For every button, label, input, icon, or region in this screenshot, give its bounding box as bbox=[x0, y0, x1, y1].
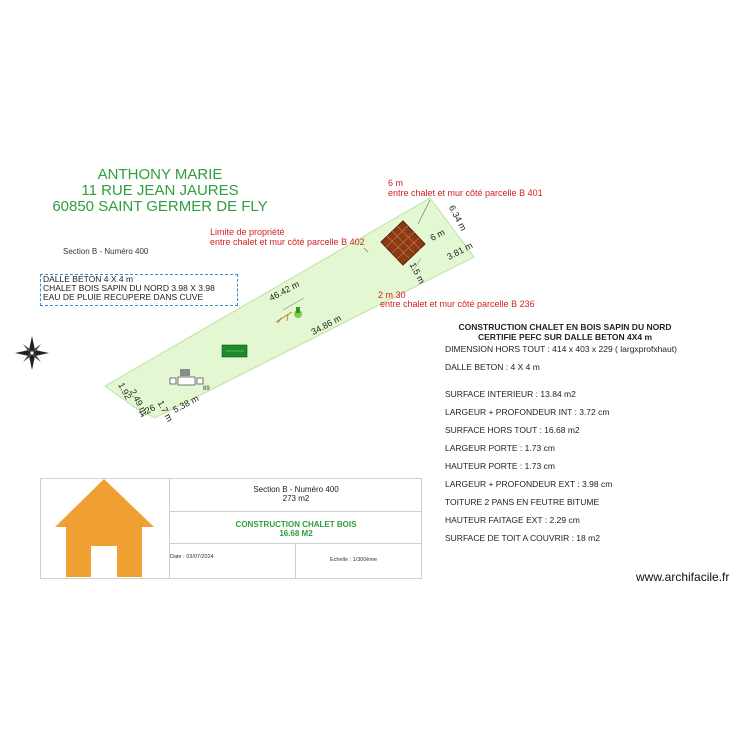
cartouche-project-area: 16.68 M2 bbox=[279, 529, 313, 538]
spec-item: LARGEUR + PROFONDEUR INT : 3.72 cm bbox=[445, 407, 610, 417]
spec-item: DIMENSION HORS TOUT : 414 x 403 x 229 ( … bbox=[445, 344, 677, 354]
property-limit-title: Limite de propriété bbox=[210, 227, 285, 237]
spec-item: HAUTEUR PORTE : 1.73 cm bbox=[445, 461, 555, 471]
spec-item: LARGEUR + PROFONDEUR EXT : 3.98 cm bbox=[445, 479, 613, 489]
cartouche-section-cell: Section B - Numéro 400 273 m2 bbox=[169, 479, 422, 511]
spec-item: SURFACE HORS TOUT : 16.68 m2 bbox=[445, 425, 580, 435]
bottom-distance-label: 2 m 30 bbox=[378, 290, 406, 300]
cartouche-project-cell: CONSTRUCTION CHALET BOIS 16.68 M2 bbox=[169, 511, 422, 544]
top-distance-label: 6 m bbox=[388, 178, 404, 188]
spec-item: TOITURE 2 PANS EN FEUTRE BITUME bbox=[445, 497, 600, 507]
spec-item: DALLE BETON : 4 X 4 m bbox=[445, 362, 540, 372]
chalet-roof bbox=[380, 220, 426, 266]
watermark: www.archifacile.fr bbox=[636, 570, 730, 584]
bottom-distance-desc: entre chalet et mur côté parcelle B 236 bbox=[380, 299, 535, 309]
owner-street: 11 RUE JEAN JAURES bbox=[81, 182, 239, 199]
property-limit-desc: entre chalet et mur côté parcelle B 402 bbox=[210, 237, 365, 247]
spec-item: HAUTEUR FAITAGE EXT : 2.29 cm bbox=[445, 515, 580, 525]
spec-item: LARGEUR PORTE : 1.73 cm bbox=[445, 443, 555, 453]
notes-box: DALLE BETON 4 X 4 m CHALET BOIS SAPIN DU… bbox=[40, 274, 238, 306]
leader-line bbox=[417, 199, 431, 225]
owner-city: 60850 SAINT GERMER DE FLY bbox=[52, 198, 268, 215]
hedge-icon bbox=[221, 344, 248, 358]
cartouche-project: CONSTRUCTION CHALET BOIS bbox=[235, 520, 357, 529]
cartouche-date: Date : 03/07/2024 bbox=[170, 554, 214, 560]
cartouche-scale-cell: Echelle : 1/300ème bbox=[295, 543, 422, 579]
patio-furniture-icon bbox=[169, 369, 204, 386]
cartouche-scale: Echelle : 1/300ème bbox=[330, 557, 378, 563]
owner-name: ANTHONY MARIE bbox=[97, 166, 223, 183]
spec-item: SURFACE DE TOIT A COUVRIR : 18 m2 bbox=[445, 533, 600, 543]
parcel-label: Section B - Numéro 400 bbox=[63, 247, 149, 256]
note-line: EAU DE PLUIE RECUPERE DANS CUVE bbox=[43, 292, 204, 302]
spec-title-line2: CERTIFIE PEFC SUR DALLE BETON 4X4 m bbox=[477, 332, 653, 342]
furniture-label: 89 bbox=[203, 386, 210, 392]
compass-rose-icon bbox=[15, 336, 49, 370]
cartouche-area: 273 m2 bbox=[282, 494, 310, 503]
note-line: DALLE BETON 4 X 4 m bbox=[43, 274, 134, 284]
tree-icon bbox=[275, 307, 302, 324]
house-logo-icon bbox=[55, 479, 154, 577]
spec-title-line1: CONSTRUCTION CHALET EN BOIS SAPIN DU NOR… bbox=[458, 322, 672, 332]
top-distance-desc: entre chalet et mur côté parcelle B 401 bbox=[388, 188, 543, 198]
cartouche-section: Section B - Numéro 400 bbox=[253, 485, 339, 494]
spec-item: SURFACE INTERIEUR : 13.84 m2 bbox=[445, 389, 576, 399]
note-line: CHALET BOIS SAPIN DU NORD 3.98 X 3.98 bbox=[43, 283, 215, 293]
cartouche-date-cell: Date : 03/07/2024 bbox=[169, 543, 296, 579]
cartouche: Section B - Numéro 400 273 m2 CONSTRUCTI… bbox=[40, 478, 422, 579]
parcel-shape bbox=[104, 197, 475, 419]
